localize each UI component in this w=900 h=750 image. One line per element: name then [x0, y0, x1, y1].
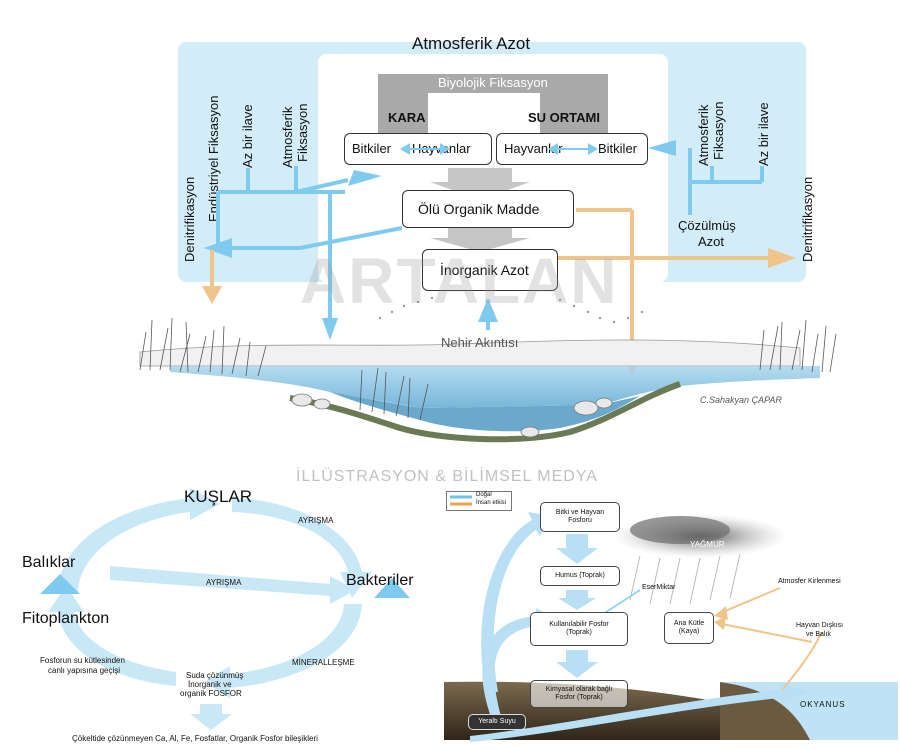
- animal-waste-label-1: Hayvan Dışkısı: [796, 622, 844, 629]
- atmospheric-deposition-label: Atmosfer Kirlenmesi: [778, 578, 841, 585]
- legend-box: [446, 491, 512, 511]
- dead-organic-matter-label: Ölü Organik Madde: [418, 201, 540, 217]
- dissolved-phosphorus-label-3: organik FOSFOR: [180, 689, 242, 698]
- parent-material-line-2: (Kaya): [678, 628, 700, 635]
- water-environment-label: SU ORTAMI: [528, 110, 600, 125]
- biological-fixation-bar: [378, 74, 608, 93]
- legend-natural: Doğal: [476, 492, 492, 498]
- dissolved-phosphorus-label-1: Suda çözünmüş: [186, 671, 244, 680]
- fish-label: Balıklar: [22, 554, 76, 571]
- phytoplankton-label: Fitoplankton: [22, 610, 110, 627]
- dissolved-nitrogen-label-1: Çözülmüş: [678, 218, 736, 233]
- nitrogen-title: Atmosferik Azot: [412, 34, 531, 53]
- plant-animal-phosphorus-box: Bitki ve Hayvan Fosforu: [540, 502, 620, 532]
- artist-signature: C.Sahakyan ÇAPAR: [700, 395, 782, 405]
- watermark-subtitle: İLLÜSTRASYON & BİLİMSEL MEDYA: [296, 468, 598, 485]
- land-plants-label: Bitkiler: [352, 141, 392, 156]
- dissolved-phosphorus-label-2: İnorganik ve: [188, 680, 232, 689]
- decomposition-top-label: AYRIŞMA: [298, 516, 334, 525]
- plant-animal-phosphorus-line-2: Fosforu: [568, 517, 592, 524]
- humus-box: Humus (Toprak): [540, 566, 620, 586]
- chemically-bound-line-2: Fosfor (Toprak): [555, 694, 603, 701]
- biological-fixation-right-leg: [540, 93, 608, 133]
- watermark-brand: ARTALAN: [300, 245, 619, 317]
- land-label: KARA: [388, 110, 426, 125]
- birds-label: KUŞLAR: [184, 487, 253, 506]
- rain-label: YAĞMUR: [690, 540, 725, 549]
- dead-organic-matter-box: [402, 190, 574, 228]
- chemically-bound-box: Kimyasal olarak bağlı Fosfor (Toprak): [530, 680, 628, 708]
- biological-fixation-left-leg: [378, 93, 428, 133]
- transition-label-2: canlı yapısına geçişi: [48, 666, 121, 675]
- parent-material-box: Ana Kütle (Kaya): [664, 612, 714, 644]
- water-animals-label: Hayvanlar: [504, 141, 563, 156]
- chemically-bound-line-1: Kimyasal olarak bağlı: [545, 685, 613, 693]
- small-amount-label: EserMiktar: [642, 584, 676, 591]
- humus-label: Humus (Toprak): [555, 571, 605, 579]
- legend-human: İnsan etkisi: [476, 500, 507, 506]
- decomposition-mid-label: AYRIŞMA: [206, 578, 242, 587]
- groundwater-box: Yeraltı Suyu: [468, 714, 526, 730]
- water-plants-label: Bitkiler: [598, 141, 638, 156]
- bacteria-label: Bakteriler: [346, 572, 414, 589]
- biological-fixation-label: Biyolojik Fiksasyon: [438, 75, 548, 90]
- mineralization-label: MİNERALLEŞME: [292, 658, 355, 667]
- transition-label-1: Fosforun su kütlesinden: [40, 656, 125, 665]
- available-phosphorus-box: Kullanılabilir Fosfor (Toprak): [530, 612, 628, 646]
- inorganic-nitrogen-box: [422, 249, 558, 291]
- river-flow-label: Nehir Akıntısı: [441, 335, 519, 350]
- sediment-label: Çökeltide çözünmeyen Ca, Al, Fe, Fosfatl…: [72, 734, 318, 743]
- parent-material-line-1: Ana Kütle: [673, 619, 705, 627]
- inorganic-nitrogen-label: İnorganik Azot: [440, 262, 529, 278]
- available-phosphorus-line-1: Kullanılabilir Fosfor: [549, 620, 609, 628]
- ocean-label: OKYANUS: [800, 700, 846, 709]
- plant-animal-phosphorus-line-1: Bitki ve Hayvan: [555, 508, 605, 516]
- dissolved-nitrogen-label-2: Azot: [698, 234, 725, 249]
- groundwater-label: Yeraltı Suyu: [478, 717, 516, 725]
- available-phosphorus-line-2: (Toprak): [566, 629, 592, 636]
- animal-waste-label-2: ve Balık: [806, 631, 831, 638]
